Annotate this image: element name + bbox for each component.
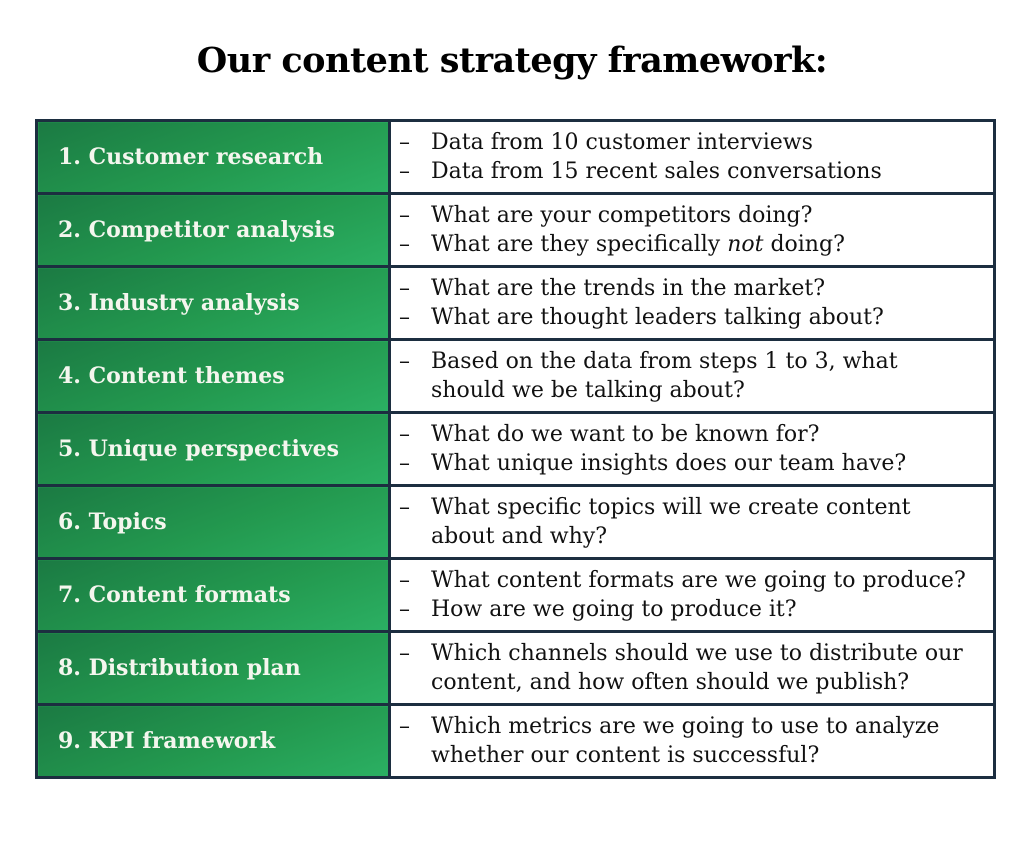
line-text: What do we want to be known for?: [431, 422, 820, 447]
step-description: –What are your competitors doing?–What a…: [388, 192, 996, 268]
table-row: 8. Distribution plan–Which channels shou…: [35, 630, 996, 706]
line-text: What are the trends in the market?: [431, 276, 826, 301]
description-line: about and why?: [399, 522, 993, 551]
line-text: What are they specifically not doing?: [431, 230, 845, 259]
line-text: Based on the data from steps 1 to 3, wha…: [431, 349, 898, 374]
description-line: whether our content is successful?: [399, 741, 993, 770]
line-text: What are thought leaders talking about?: [431, 305, 884, 330]
description-line: –How are we going to produce it?: [399, 595, 993, 624]
bullet-dash: –: [399, 451, 410, 476]
bullet-dash: [399, 668, 431, 697]
line-text: How are we going to produce it?: [431, 597, 797, 622]
bullet-dash: –: [399, 495, 410, 520]
line-text: Data from 15 recent sales conversations: [431, 159, 882, 184]
step-label: 7. Content formats: [35, 557, 391, 633]
emphasis-text: not: [727, 232, 764, 257]
bullet-dash: –: [399, 159, 410, 184]
description-line: –What are thought leaders talking about?: [399, 303, 993, 332]
description-line: –What do we want to be known for?: [399, 420, 993, 449]
step-label: 1. Customer research: [35, 119, 391, 195]
step-label: 6. Topics: [35, 484, 391, 560]
bullet-dash: –: [399, 641, 410, 666]
bullet-dash: [399, 376, 431, 405]
line-text-part: What are they specifically: [431, 232, 728, 257]
description-line: content, and how often should we publish…: [399, 668, 993, 697]
line-text: about and why?: [431, 524, 608, 549]
step-description: –What specific topics will we create con…: [388, 484, 996, 560]
step-label: 8. Distribution plan: [35, 630, 391, 706]
step-description: –What do we want to be known for?–What u…: [388, 411, 996, 487]
table-row: 3. Industry analysis–What are the trends…: [35, 265, 996, 341]
description-line: –Which channels should we use to distrib…: [399, 639, 993, 668]
bullet-dash: –: [399, 232, 410, 257]
description-line: –What are the trends in the market?: [399, 274, 993, 303]
step-description: –What content formats are we going to pr…: [388, 557, 996, 633]
step-description: –What are the trends in the market?–What…: [388, 265, 996, 341]
description-line: –What unique insights does our team have…: [399, 449, 993, 478]
bullet-dash: –: [399, 130, 410, 155]
bullet-dash: [399, 522, 431, 551]
step-label: 9. KPI framework: [35, 703, 391, 779]
step-description: –Which metrics are we going to use to an…: [388, 703, 996, 779]
line-text: What content formats are we going to pro…: [431, 568, 966, 593]
bullet-dash: –: [399, 276, 410, 301]
table-row: 5. Unique perspectives–What do we want t…: [35, 411, 996, 487]
description-line: –What are they specifically not doing?: [399, 230, 993, 259]
line-text: Data from 10 customer interviews: [431, 130, 813, 155]
bullet-dash: –: [399, 422, 410, 447]
bullet-dash: –: [399, 203, 410, 228]
step-description: –Based on the data from steps 1 to 3, wh…: [388, 338, 996, 414]
description-line: –Which metrics are we going to use to an…: [399, 712, 993, 741]
table-row: 4. Content themes–Based on the data from…: [35, 338, 996, 414]
line-text: What specific topics will we create cont…: [431, 495, 911, 520]
description-line: –What content formats are we going to pr…: [399, 566, 993, 595]
page-title: Our content strategy framework:: [196, 40, 828, 81]
step-description: –Data from 10 customer interviews–Data f…: [388, 119, 996, 195]
table-row: 1. Customer research–Data from 10 custom…: [35, 119, 996, 195]
bullet-dash: –: [399, 714, 410, 739]
description-line: –Data from 15 recent sales conversations: [399, 157, 993, 186]
line-text: What are your competitors doing?: [431, 203, 813, 228]
line-text: What unique insights does our team have?: [431, 451, 907, 476]
description-line: should we be talking about?: [399, 376, 993, 405]
bullet-dash: –: [399, 305, 410, 330]
step-label: 2. Competitor analysis: [35, 192, 391, 268]
line-text: should we be talking about?: [431, 378, 745, 403]
framework-table: 1. Customer research–Data from 10 custom…: [35, 119, 996, 779]
line-text: whether our content is successful?: [431, 743, 820, 768]
line-text: Which metrics are we going to use to ana…: [431, 714, 940, 739]
line-text-part: doing?: [763, 232, 845, 257]
table-row: 6. Topics–What specific topics will we c…: [35, 484, 996, 560]
bullet-dash: –: [399, 597, 410, 622]
step-description: –Which channels should we use to distrib…: [388, 630, 996, 706]
table-row: 7. Content formats–What content formats …: [35, 557, 996, 633]
step-label: 4. Content themes: [35, 338, 391, 414]
step-label: 3. Industry analysis: [35, 265, 391, 341]
table-row: 2. Competitor analysis–What are your com…: [35, 192, 996, 268]
line-text: Which channels should we use to distribu…: [431, 641, 963, 666]
step-label: 5. Unique perspectives: [35, 411, 391, 487]
description-line: –Based on the data from steps 1 to 3, wh…: [399, 347, 993, 376]
line-text: content, and how often should we publish…: [431, 670, 910, 695]
description-line: –What specific topics will we create con…: [399, 493, 993, 522]
bullet-dash: [399, 741, 431, 770]
bullet-dash: –: [399, 568, 410, 593]
bullet-dash: –: [399, 349, 410, 374]
description-line: –What are your competitors doing?: [399, 201, 993, 230]
description-line: –Data from 10 customer interviews: [399, 128, 993, 157]
table-row: 9. KPI framework–Which metrics are we go…: [35, 703, 996, 779]
